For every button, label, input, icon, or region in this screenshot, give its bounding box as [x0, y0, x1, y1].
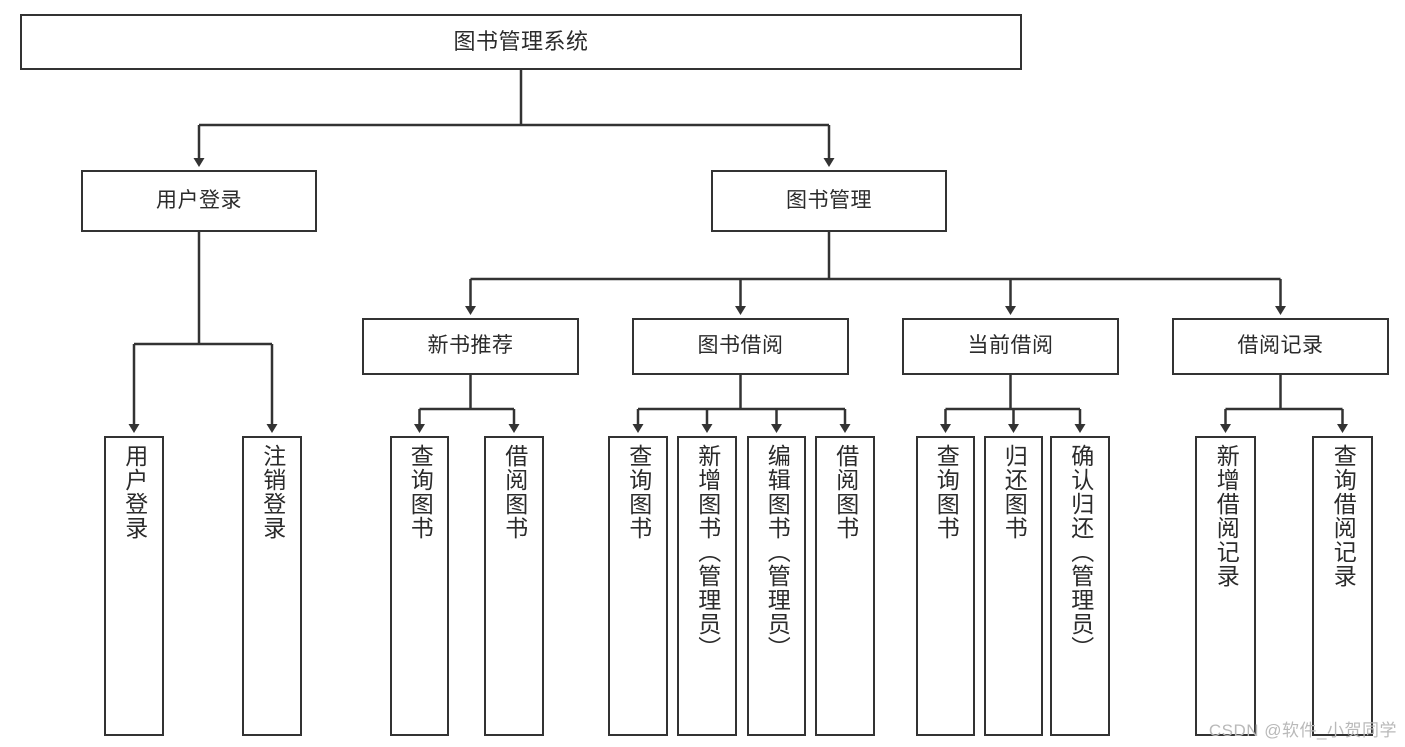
node-leaf-user-logout[interactable]: 注销登录 — [242, 436, 302, 736]
node-label: 查询图书 — [933, 444, 960, 540]
node-label: 查询借阅记录 — [1330, 444, 1357, 588]
node-root[interactable]: 图书管理系统 — [20, 14, 1022, 70]
node-current-borrow[interactable]: 当前借阅 — [902, 318, 1119, 375]
node-borrow-record[interactable]: 借阅记录 — [1172, 318, 1389, 375]
node-label: 借阅记录 — [1237, 334, 1324, 358]
node-leaf-rec-add[interactable]: 新增借阅记录 — [1195, 436, 1256, 736]
node-label: 当前借阅 — [967, 334, 1054, 358]
node-label: 图书借阅 — [697, 334, 784, 358]
node-leaf-rec-borrow[interactable]: 借阅图书 — [484, 436, 544, 736]
node-leaf-borrow-add[interactable]: 新增图书（管理员） — [677, 436, 737, 736]
node-user-login[interactable]: 用户登录 — [81, 170, 317, 232]
node-book-borrow[interactable]: 图书借阅 — [632, 318, 849, 375]
node-label: 借阅图书 — [501, 444, 528, 540]
node-label: 确认归还（管理员） — [1067, 444, 1094, 660]
node-label: 新增借阅记录 — [1213, 444, 1240, 588]
node-leaf-cur-query[interactable]: 查询图书 — [916, 436, 975, 736]
node-label: 注销登录 — [259, 444, 286, 540]
node-label: 查询图书 — [407, 444, 434, 540]
node-leaf-cur-confirm[interactable]: 确认归还（管理员） — [1050, 436, 1110, 736]
node-label: 归还图书 — [1001, 444, 1028, 540]
node-label: 图书管理系统 — [453, 29, 589, 55]
node-leaf-borrow-query[interactable]: 查询图书 — [608, 436, 668, 736]
node-leaf-borrow-edit[interactable]: 编辑图书（管理员） — [747, 436, 806, 736]
node-label: 新增图书（管理员） — [694, 444, 721, 660]
node-label: 查询图书 — [625, 444, 652, 540]
node-label: 新书推荐 — [427, 334, 514, 358]
node-new-book-rec[interactable]: 新书推荐 — [362, 318, 579, 375]
node-leaf-rec-search[interactable]: 查询借阅记录 — [1312, 436, 1373, 736]
watermark: CSDN @软件_小贺同学 — [1208, 721, 1397, 740]
node-label: 图书管理 — [786, 188, 872, 212]
node-book-mgmt[interactable]: 图书管理 — [711, 170, 947, 232]
node-label: 编辑图书（管理员） — [764, 444, 791, 660]
node-leaf-user-login[interactable]: 用户登录 — [104, 436, 164, 736]
node-leaf-borrow-lend[interactable]: 借阅图书 — [815, 436, 875, 736]
node-label: 用户登录 — [121, 444, 148, 540]
node-label: 借阅图书 — [832, 444, 859, 540]
node-leaf-cur-return[interactable]: 归还图书 — [984, 436, 1043, 736]
node-leaf-rec-query[interactable]: 查询图书 — [390, 436, 449, 736]
node-label: 用户登录 — [156, 188, 242, 212]
